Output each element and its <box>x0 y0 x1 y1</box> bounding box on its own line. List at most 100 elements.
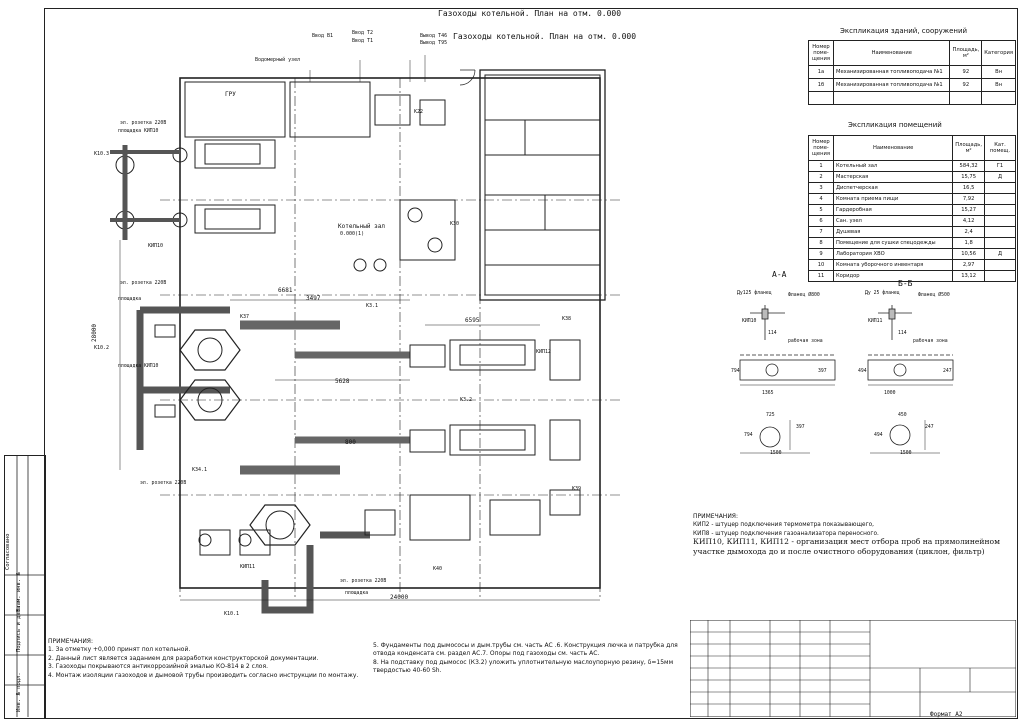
rh-num: Номер поме- щения <box>808 135 834 161</box>
format-label: Формат А2 <box>930 711 963 718</box>
cell: 92 <box>949 78 983 92</box>
aa-397: 397 <box>818 369 827 374</box>
table-row: 1а Механизированная топливоподача №1 92 … <box>808 65 1016 79</box>
drawing-frame <box>44 8 1018 719</box>
cell <box>984 204 1016 216</box>
label-socket-2: эл. розетка 220В <box>120 281 167 286</box>
cell: 7 <box>808 226 834 238</box>
note-1: 1. За отметку +0,000 принят пол котельно… <box>48 646 191 654</box>
cell <box>984 270 1016 282</box>
title-block <box>689 619 1017 718</box>
bb-flange: Ду 25 фланец <box>865 291 900 296</box>
cell: Г1 <box>984 160 1016 172</box>
cell: Д <box>984 248 1016 260</box>
bb-1500: 1500 <box>900 451 912 456</box>
aa-725: 725 <box>766 413 775 418</box>
notes-right-line3: КИП10, КИП11, КИП12 - организация мест о… <box>693 537 1000 546</box>
section-aa-title: А-А <box>772 270 787 279</box>
cell: Душевая <box>832 226 954 238</box>
tag-kip10: КИП10 <box>148 243 164 249</box>
tag-k10-3: K10.3 <box>94 151 110 157</box>
tag-k38: K38 <box>562 316 572 322</box>
side-stamp <box>4 455 46 719</box>
note-4: 4. Монтаж изоляции газоходов и дымовой т… <box>48 671 359 679</box>
cell: 1,8 <box>952 237 985 249</box>
cell: 15,75 <box>952 171 985 183</box>
cell: 8 <box>808 237 834 249</box>
label-vyvod-t95: Вывод Т95 <box>420 40 448 46</box>
note-8: твердостью 40-60 Sh. <box>373 667 442 675</box>
aa-flange2: Фланец Ø800 <box>788 293 820 298</box>
aa-114: 114 <box>768 331 777 336</box>
label-vodomer: Водомерный узел <box>255 57 301 63</box>
dim-24000: 24000 <box>390 594 409 601</box>
rooms-table: Номер поме- щения Наименование Площадь, … <box>808 135 1016 282</box>
label-platform-2: площадка <box>118 297 142 302</box>
drawing-title-1: Газоходы котельной. План на отм. 0.000 <box>438 9 622 18</box>
tag-k40: K40 <box>433 566 443 572</box>
notes-right-heading: ПРИМЕЧАНИЯ: <box>693 513 738 520</box>
label-socket-4: эл. розетка 220В <box>340 579 387 584</box>
notes-bottom-heading: ПРИМЕЧАНИЯ: <box>48 638 93 645</box>
tag-k39: K39 <box>572 486 582 492</box>
table-row: 1б Механизированная топливоподача №1 92 … <box>808 78 1016 92</box>
cell: 3 <box>808 182 834 194</box>
aa-397b: 397 <box>796 425 805 430</box>
stamp-inv-no: Инв. № подл. <box>16 672 22 712</box>
cell: Вн <box>981 65 1016 79</box>
rooms-title: Экспликация помещений <box>848 121 942 129</box>
tag-k34: K34.1 <box>192 467 208 473</box>
cell: Гардеробная <box>832 204 954 216</box>
bh-area: Площадь, м² <box>949 40 983 66</box>
aa-1500: 1500 <box>770 451 782 456</box>
annex-outline <box>479 69 606 301</box>
cell: Лаборатория ХВО <box>832 248 954 260</box>
bh-name: Наименование <box>832 40 951 66</box>
notes-right-serif: КИП10, КИП11, КИП12 - организация мест о… <box>693 537 1000 557</box>
label-boiler-mark: 0.000(1) <box>340 231 365 237</box>
label-gru: ГРУ <box>225 91 236 98</box>
aa-794: 794 <box>731 369 740 374</box>
label-vvod-t1: Ввод Т1 <box>352 38 374 44</box>
note-5: 5. Фундаменты под дымососы и дым.трубы с… <box>373 642 678 649</box>
tag-k10-1: K10.1 <box>224 611 240 617</box>
buildings-header-row: Номер поме- щения Наименование Площадь, … <box>808 40 1016 66</box>
bb-flange2: Фланец Ø500 <box>918 293 950 298</box>
cell: Помещение для сушки спецодежды <box>832 237 954 249</box>
cell: 4 <box>808 193 834 205</box>
aa-work-zone: рабочая зона <box>788 339 823 344</box>
label-vyvod-t46: Вывод Т46 <box>420 33 448 39</box>
cell: 1а <box>808 65 834 79</box>
cell <box>984 193 1016 205</box>
bb-114: 114 <box>898 331 907 336</box>
tag-k29: K30 <box>450 221 460 227</box>
dim-3497: 3497 <box>306 295 321 302</box>
label-vvod-v1: Ввод В1 <box>312 33 334 39</box>
label-platform-3: площадка КИП10 <box>118 364 159 369</box>
cell: 2,4 <box>952 226 985 238</box>
notes-right-line2: КИП8 - штуцер подключения газоанализатор… <box>693 530 879 537</box>
cell <box>984 226 1016 238</box>
rooms-header-row: Номер поме- щения Наименование Площадь, … <box>808 135 1016 161</box>
bb-247b: 247 <box>925 425 934 430</box>
bb-494b: 494 <box>874 433 883 438</box>
notes-bottom-right: 5. Фундаменты под дымососы и дым.трубы с… <box>373 642 678 676</box>
cell: Вн <box>981 78 1016 92</box>
side-stamp-lines <box>4 455 44 717</box>
cell: 2,97 <box>952 259 985 271</box>
cell: 11 <box>808 270 834 282</box>
aa-tag: КИП10 <box>742 319 757 324</box>
stamp-sign-date: Подпись и дата <box>16 605 22 652</box>
table-row <box>808 91 1016 105</box>
cell: Механизированная топливоподача №1 <box>832 65 951 79</box>
cell: Д <box>984 171 1016 183</box>
bb-work-zone: рабочая зона <box>913 339 948 344</box>
label-socket-3: эл. розетка 220В <box>140 481 187 486</box>
cell: Коридор <box>832 270 954 282</box>
cell: 92 <box>949 65 983 79</box>
